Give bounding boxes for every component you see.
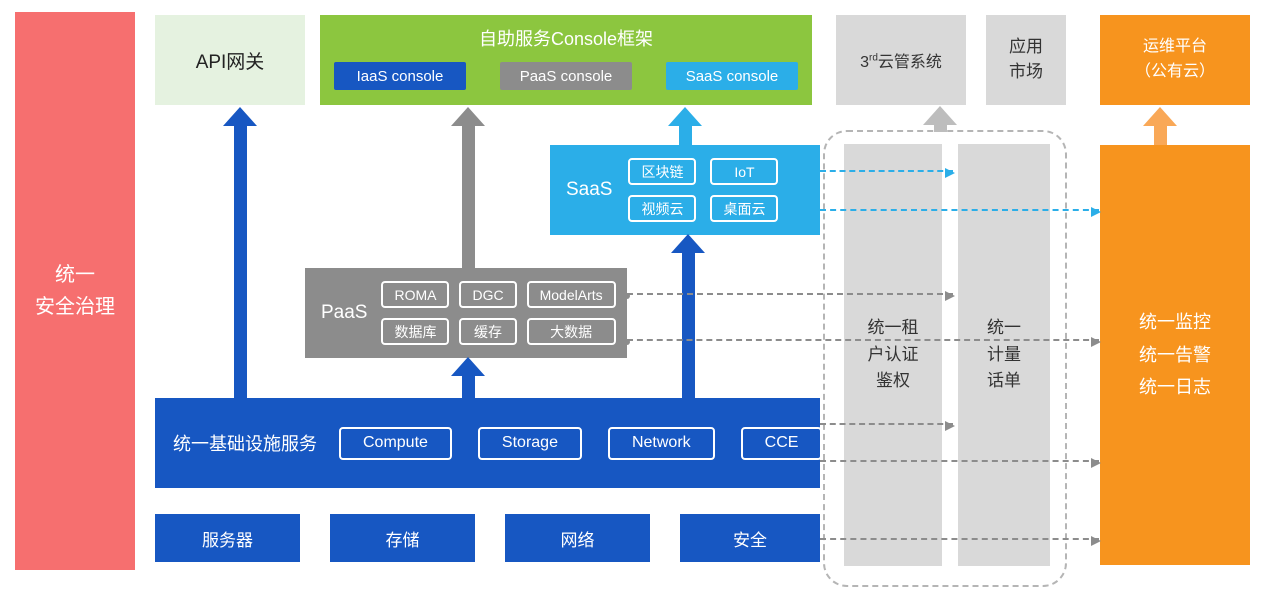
paas-layer-box: PaaS ROMA DGC ModelArts 数据库 缓存 大数据 <box>305 268 627 358</box>
saas-chip-video-cloud: 视频云 <box>628 195 697 222</box>
dashed-security-to-monitoring-icon <box>820 536 1101 546</box>
saas-label: SaaS <box>566 179 613 200</box>
hw-security-box: 安全 <box>680 514 820 562</box>
arrow-monitoring-to-ops-platform-icon <box>1143 107 1177 145</box>
hw-server-box: 服务器 <box>155 514 300 562</box>
dashed-paas-to-monitoring-icon <box>624 337 1101 347</box>
arrow-shared-to-third-party-icon <box>923 106 957 132</box>
app-market-box: 应用 市场 <box>986 15 1066 105</box>
saas-chips: 区块链 IoT 视频云 桌面云 <box>628 158 779 222</box>
saas-console-button: SaaS console <box>666 62 798 90</box>
iaas-chip-cce: CCE <box>740 426 823 460</box>
saas-chip-desktop-cloud: 桌面云 <box>710 195 779 222</box>
iaas-chip-network: Network <box>607 426 715 460</box>
paas-console-button: PaaS console <box>500 62 632 90</box>
ops-platform-box: 运维平台 （公有云） <box>1100 15 1250 105</box>
third-party-cloud-mgmt-label: 3rd云管系统 <box>860 52 942 71</box>
api-gateway-box: API网关 <box>155 15 305 105</box>
unified-security-governance-bar: 统一 安全治理 <box>15 12 135 570</box>
paas-label: PaaS <box>321 302 368 323</box>
arrow-iaas-to-api-gateway-icon <box>223 107 257 399</box>
dashed-saas-to-monitoring-icon <box>820 207 1101 217</box>
dashed-iaas-to-metering-icon <box>820 421 955 431</box>
hw-storage-box: 存储 <box>330 514 475 562</box>
iaas-chip-storage: Storage <box>477 426 582 460</box>
iaas-console-button: IaaS console <box>334 62 466 90</box>
iaas-chip-compute: Compute <box>339 426 452 460</box>
hw-network-box: 网络 <box>505 514 650 562</box>
saas-chip-blockchain: 区块链 <box>628 158 697 185</box>
dashed-paas-to-metering-icon <box>624 291 955 301</box>
paas-chip-bigdata: 大数据 <box>526 318 616 345</box>
console-buttons-row: IaaS console PaaS console SaaS console <box>334 62 798 90</box>
monitoring-alarm-log-bar: 统一监控 统一告警 统一日志 <box>1100 145 1250 565</box>
paas-chip-dgc: DGC <box>459 281 517 308</box>
metering-billing-bar: 统一 计量 话单 <box>958 144 1050 566</box>
arrow-paas-to-console-icon <box>451 107 485 269</box>
dashed-saas-to-metering-icon <box>820 168 955 178</box>
saas-chip-iot: IoT <box>710 158 779 185</box>
console-framework-title: 自助服务Console框架 <box>478 29 654 49</box>
dashed-iaas-to-monitoring-icon <box>820 458 1101 468</box>
third-party-cloud-mgmt-box: 3rd云管系统 <box>836 15 966 105</box>
paas-chips: ROMA DGC ModelArts 数据库 缓存 大数据 <box>381 281 616 345</box>
console-framework-box: 自助服务Console框架 IaaS console PaaS console … <box>320 15 812 105</box>
iaas-chips: Compute Storage Network CCE <box>339 426 823 460</box>
iaas-label: 统一基础设施服务 <box>173 434 317 454</box>
paas-chip-roma: ROMA <box>381 281 450 308</box>
arrow-iaas-to-saas-icon <box>671 234 705 399</box>
saas-layer-box: SaaS 区块链 IoT 视频云 桌面云 <box>550 145 820 235</box>
paas-chip-modelarts: ModelArts <box>526 281 616 308</box>
paas-chip-database: 数据库 <box>381 318 450 345</box>
tenant-auth-bar: 统一租 户认证 鉴权 <box>844 144 942 566</box>
arrow-saas-to-console-icon <box>668 107 702 146</box>
arrow-iaas-to-paas-icon <box>451 357 485 399</box>
paas-chip-cache: 缓存 <box>459 318 517 345</box>
iaas-layer-box: 统一基础设施服务 Compute Storage Network CCE <box>155 398 823 488</box>
